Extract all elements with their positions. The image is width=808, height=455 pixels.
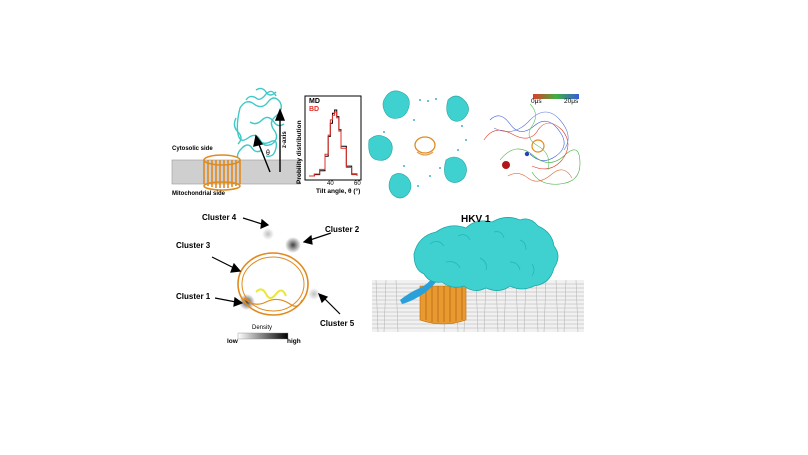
cytosolic-side-label: Cytosolic side: [172, 146, 213, 152]
hkv-helix: [400, 278, 436, 304]
cluster-2-blob: [285, 237, 301, 253]
histogram-ylabel: Probility distribution: [296, 120, 303, 184]
blue-sphere: [524, 151, 530, 157]
scatter-dots: [383, 98, 467, 187]
yellow-helix: [255, 288, 287, 299]
barrel-marker: [531, 139, 545, 153]
cluster-arrows: [211, 217, 341, 315]
cluster-4-blob: [262, 228, 274, 240]
cluster-3-label: Cluster 3: [176, 241, 211, 250]
time-start-label: 0μs: [531, 98, 542, 105]
hkv-title: HKV 1: [461, 214, 491, 225]
z-axis-arrow: [253, 108, 286, 173]
density-colorbar: [237, 332, 289, 340]
trajectory-lines: [483, 103, 581, 185]
cluster-4-label: Cluster 4: [202, 213, 237, 222]
histogram-series-bd: [309, 111, 358, 177]
cluster-barrel: [237, 252, 309, 316]
membrane-slab: [171, 159, 301, 185]
hk-copies: [368, 90, 469, 199]
density-high-label: high: [287, 338, 301, 345]
tilt-histogram: [304, 95, 362, 181]
protein-ribbon: [233, 87, 285, 159]
lipid-tails: [372, 280, 584, 332]
mitochondrial-side-label: Mitochondrial side: [172, 191, 226, 197]
cluster-1-label: Cluster 1: [176, 292, 211, 301]
hkv-barrel: [419, 285, 467, 325]
red-sphere: [502, 161, 510, 169]
histogram-xtick-40: 40: [327, 181, 334, 187]
histogram-legend-bd: BD: [309, 106, 320, 113]
time-end-label: 20μs: [564, 98, 579, 105]
lipid-bilayer: [372, 280, 584, 332]
top-barrel: [414, 136, 436, 156]
histogram-xlabel: Tilt angle, θ (°): [316, 188, 361, 195]
hkv-surface-texture: [429, 231, 535, 277]
z-axis-label: z-axis: [282, 131, 288, 148]
theta-label: θ: [266, 150, 270, 157]
cluster-5-label: Cluster 5: [320, 319, 355, 328]
cluster-5-blob: [308, 288, 320, 300]
beta-barrel: [203, 154, 241, 191]
cluster-2-label: Cluster 2: [325, 225, 360, 234]
cluster-1-blob: [239, 294, 255, 310]
histogram-xtick-60: 60: [354, 181, 361, 187]
hkv-hexokinase: [413, 217, 559, 291]
density-low-label: low: [227, 338, 238, 345]
density-title: Density: [252, 325, 273, 331]
histogram-legend-md: MD: [309, 98, 320, 105]
